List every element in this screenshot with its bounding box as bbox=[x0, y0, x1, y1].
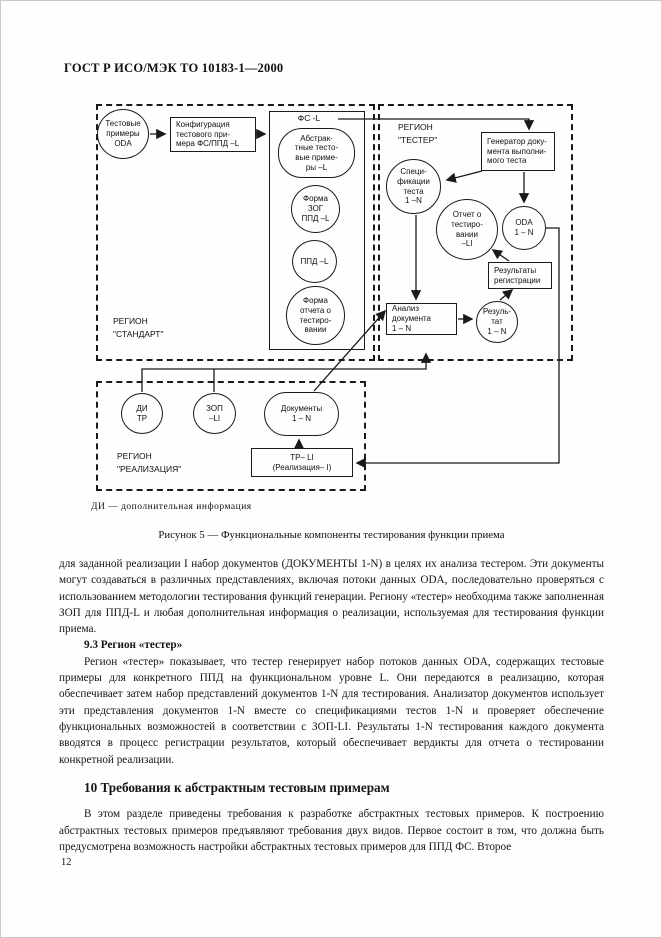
node-zop: ЗОП –LI bbox=[193, 393, 236, 434]
node-test-examples: Тестовые примеры ODA bbox=[97, 109, 149, 159]
heading-10: 10 Требования к абстрактным тестовым при… bbox=[84, 779, 390, 795]
paragraph-2: Регион «тестер» показывает, что тестер г… bbox=[59, 655, 604, 766]
node-ppd: ППД –L bbox=[292, 240, 337, 283]
figure-caption: Рисунок 5 — Функциональные компоненты те… bbox=[158, 529, 505, 541]
paragraph-3: В этом разделе приведены требования к ра… bbox=[59, 808, 604, 853]
node-form-zog: Форма ЗОГ ППД –L bbox=[291, 185, 340, 233]
node-results-registration: Результаты регистрации bbox=[488, 262, 552, 289]
node-analysis: Анализ документа 1 – N bbox=[386, 303, 457, 335]
heading-9-3: 9.3 Регион «тестер» bbox=[84, 639, 183, 652]
region-tester-label: РЕГИОН "ТЕСТЕР" bbox=[398, 122, 438, 145]
node-form-report: Форма отчета о тестиро- вании bbox=[286, 286, 345, 345]
node-generator: Генератор доку- мента выполни- мого тест… bbox=[481, 132, 555, 171]
node-result: Резуль- тат 1 – N bbox=[476, 301, 518, 343]
node-documents: Документы 1 – N bbox=[264, 392, 339, 436]
fs-l-label: ФС -L bbox=[297, 113, 321, 123]
page-number: 12 bbox=[61, 857, 72, 868]
node-oda: ODA 1 – N bbox=[502, 206, 546, 250]
node-tr-li: ТР– LI (Реализация– I) bbox=[251, 448, 353, 477]
node-spec: Специ- фикации теста 1 –N bbox=[386, 159, 441, 214]
region-realization-label: РЕГИОН "РЕАЛИЗАЦИЯ" bbox=[117, 451, 182, 474]
node-config: Конфигурация тестового при- мера ФС/ППД … bbox=[170, 117, 256, 152]
node-test-report: Отчет о тестиро- вании –LI bbox=[436, 199, 498, 260]
region-standard-label: РЕГИОН "СТАНДАРТ" bbox=[113, 316, 164, 339]
node-di-tr: ДИ ТР bbox=[121, 393, 163, 434]
document-title: ГОСТ Р ИСО/МЭК ТО 10183-1—2000 bbox=[64, 61, 284, 75]
body-text: для заданной реализации I набор документ… bbox=[59, 556, 604, 855]
node-abstract-tests: Абстрак- тные тесто- вые приме- ры –L bbox=[278, 128, 355, 178]
figure-note: ДИ — дополнительная информация bbox=[91, 502, 252, 512]
paragraph-1: для заданной реализации I набор документ… bbox=[59, 558, 604, 636]
